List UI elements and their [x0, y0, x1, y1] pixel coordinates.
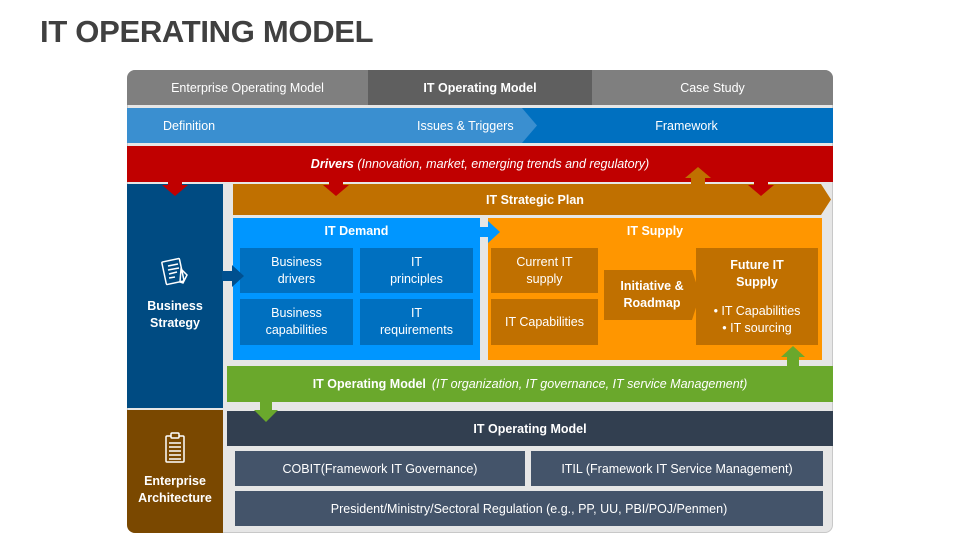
- section-definition[interactable]: Definition: [163, 118, 216, 133]
- it-supply-title: IT Supply: [626, 224, 684, 238]
- tab-enterprise-operating-model[interactable]: Enterprise Operating Model: [127, 70, 368, 105]
- section-nav-left: Definition Issues & Triggers: [127, 108, 537, 143]
- tab-it-operating-model[interactable]: IT Operating Model: [368, 70, 592, 105]
- blue-right-arrow-icon: [222, 265, 244, 287]
- red-down-arrow-icon: [748, 180, 774, 196]
- enterprise-architecture-panel: Enterprise Architecture: [127, 410, 223, 533]
- tab-case-study[interactable]: Case Study: [592, 70, 833, 105]
- drivers-bar: Drivers (Innovation, market, emerging tr…: [127, 146, 833, 182]
- blue-right-arrow-icon: [478, 221, 500, 243]
- green-down-arrow-icon: [254, 400, 278, 422]
- drivers-detail: (Innovation, market, emerging trends and…: [353, 157, 650, 171]
- green-up-arrow-icon: [781, 346, 805, 368]
- red-down-arrow-icon: [323, 180, 349, 196]
- business-strategy-label: Business Strategy: [147, 299, 203, 330]
- future-bullet: • IT sourcing: [722, 320, 792, 335]
- initiative-roadmap-arrow: Initiative &Roadmap: [604, 270, 700, 320]
- page-title: IT OPERATING MODEL: [40, 14, 374, 49]
- it-demand-title: IT Demand: [324, 224, 389, 238]
- supply-future-it: Future IT Supply • IT Capabilities • IT …: [696, 248, 818, 345]
- document-pencil-icon: [161, 257, 188, 286]
- it-operating-model-header: IT Operating Model: [227, 411, 833, 446]
- drivers-label: Drivers: [310, 157, 354, 171]
- section-issues-triggers[interactable]: Issues & Triggers: [417, 118, 514, 133]
- it-operating-model-bar: IT Operating Model (IT organization, IT …: [227, 366, 833, 402]
- enterprise-architecture-label: Enterprise Architecture: [138, 474, 212, 505]
- red-down-arrow-icon: [162, 180, 188, 196]
- supply-it-capabilities: IT Capabilities: [491, 299, 598, 345]
- orange-up-arrow-icon: [685, 167, 711, 185]
- section-framework[interactable]: Framework: [655, 118, 718, 133]
- itil-box: ITIL (Framework IT Service Management): [531, 451, 823, 486]
- cobit-box: COBIT(Framework IT Governance): [235, 451, 525, 486]
- business-strategy-panel: Business Strategy: [127, 184, 223, 408]
- future-bullet: • IT Capabilities: [713, 303, 801, 318]
- regulation-box: President/Ministry/Sectoral Regulation (…: [235, 491, 823, 526]
- clipboard-checklist-icon: [165, 432, 185, 463]
